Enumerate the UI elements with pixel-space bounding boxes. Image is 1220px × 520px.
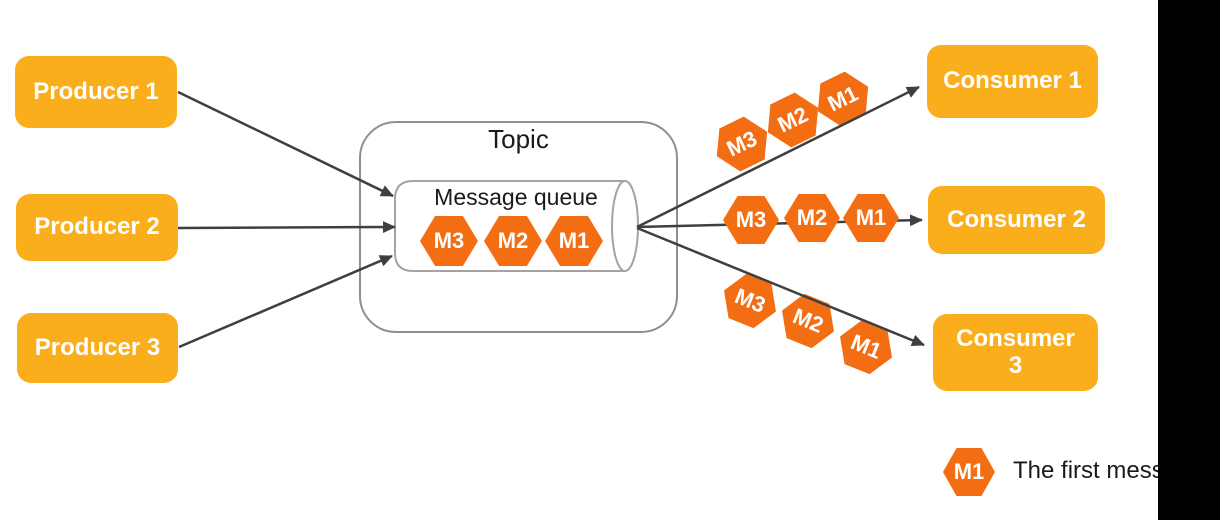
flow3-message-m1: M1 bbox=[831, 314, 901, 379]
arrow-producer-2-to-topic bbox=[177, 221, 396, 234]
consumer-2-label: Consumer 2 bbox=[947, 205, 1086, 233]
flow1-message-m1: M1 bbox=[807, 65, 878, 133]
consumer-1-label: Consumer 1 bbox=[943, 67, 1082, 95]
producer-1-node: Producer 1 bbox=[15, 56, 177, 128]
arrow-topic-to-consumer-2 bbox=[178, 254, 393, 349]
producer-3-label: Producer 3 bbox=[34, 333, 161, 361]
consumer-3-node: Consumer 3 bbox=[933, 314, 1098, 391]
flow3-message-m2: M2 bbox=[773, 288, 843, 353]
legend-message-hexagon: M1 bbox=[943, 448, 995, 496]
legend-text: The first mess bbox=[1013, 457, 1164, 484]
producer-2-label: Producer 2 bbox=[34, 213, 160, 241]
flow1-message-m3: M3 bbox=[706, 110, 777, 178]
queue-message-m1: M1 bbox=[545, 216, 603, 266]
producer-3-node: Producer 3 bbox=[17, 313, 178, 383]
flow3-message-m3: M3 bbox=[715, 268, 785, 333]
message-queue-title: Message queue bbox=[434, 184, 598, 210]
producer-1-label: Producer 1 bbox=[33, 77, 159, 105]
consumer-3-label: Consumer 3 bbox=[956, 324, 1075, 379]
right-black-bar bbox=[1158, 0, 1220, 520]
producer-2-node: Producer 2 bbox=[16, 194, 178, 261]
flow1-message-m2: M2 bbox=[757, 86, 828, 154]
topic-title: Topic bbox=[488, 124, 549, 154]
consumer-1-node: Consumer 1 bbox=[927, 45, 1098, 118]
flow2-message-m1: M1 bbox=[843, 194, 899, 242]
flow2-message-m2: M2 bbox=[784, 194, 840, 242]
flow2-message-m3: M3 bbox=[723, 196, 779, 244]
consumer-2-node: Consumer 2 bbox=[928, 186, 1105, 254]
queue-message-m3: M3 bbox=[420, 216, 478, 266]
queue-message-m2: M2 bbox=[484, 216, 542, 266]
